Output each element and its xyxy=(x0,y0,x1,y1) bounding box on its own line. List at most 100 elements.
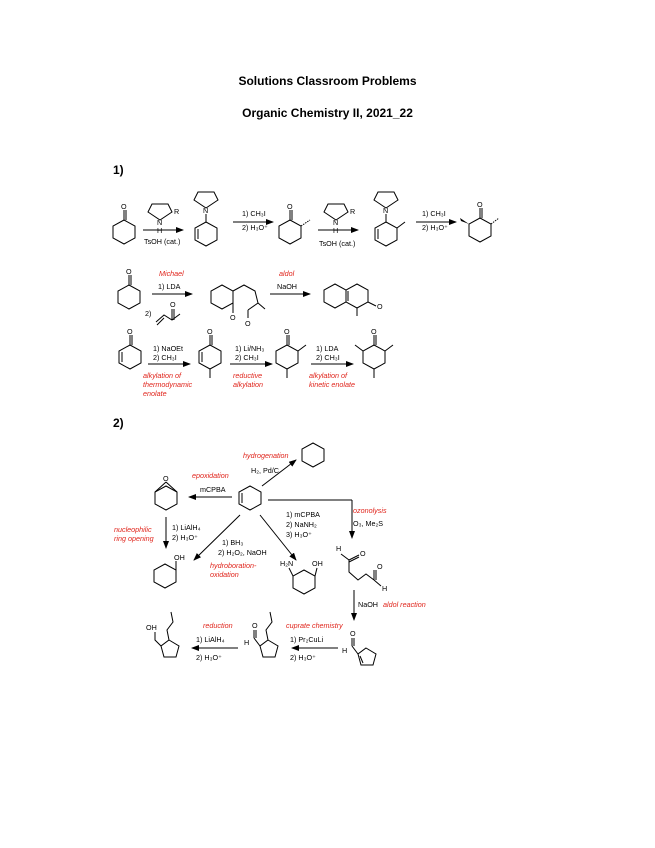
aldol-label: aldol xyxy=(279,269,295,278)
oxygen-label: O xyxy=(371,327,377,336)
h-label: H xyxy=(244,638,249,647)
dimethylcyclohexanone-structure: O xyxy=(460,200,500,243)
cond-ch3i-2: 1) CH₃I xyxy=(422,209,446,218)
trimethylketone-structure: O xyxy=(354,327,394,378)
hb-cond-2: 2) H₂O₂, NaOH xyxy=(218,548,267,557)
aminoalcohol-structure: H₂N OH xyxy=(280,559,323,595)
cond-ch3i-5: 2) CH₃I xyxy=(316,353,340,362)
oh-label: OH xyxy=(312,559,323,568)
amino-cond-2: 2) NaNH₂ xyxy=(286,520,317,529)
oxygen-label: O xyxy=(230,313,236,322)
arrow-hydroboration xyxy=(193,514,241,561)
ozonolysis-label: ozonolysis xyxy=(353,506,387,515)
amino-cond-1: 1) mCPBA xyxy=(286,510,320,519)
oxygen-label: O xyxy=(127,327,133,336)
amine-r-label: R xyxy=(174,207,179,216)
cond-h3o-2: 2) H₃O⁺ xyxy=(422,223,448,232)
red-cond-1: 1) LiAlH₄ xyxy=(196,635,225,644)
cond-lda: 1) LDA xyxy=(158,282,181,291)
section-label-2: 2) xyxy=(113,416,124,430)
cyclopentenecarbaldehyde-structure: O H xyxy=(342,629,377,666)
arrow-hydrogenation xyxy=(261,459,297,487)
note-kinetic-2: kinetic enolate xyxy=(309,380,355,389)
note-thermo-1: alkylation of xyxy=(143,371,182,380)
dialdehyde-structure: H O O H xyxy=(336,544,387,593)
cuprate-cond-2: 2) H₃O⁺ xyxy=(290,653,316,662)
cond-2: 2) xyxy=(145,309,151,318)
enamine-n-label: N xyxy=(203,206,208,215)
amine-r-label: R xyxy=(350,207,355,216)
arrow-aminoalcohol xyxy=(259,514,297,561)
cond-naoet: 1) NaOEt xyxy=(153,344,183,353)
propylcyclopentylmethanol-structure: OH xyxy=(146,611,180,658)
cond-ch3i-3: 2) CH₃I xyxy=(153,353,177,362)
h-label: H xyxy=(336,544,341,553)
amine-n-label: N xyxy=(333,218,338,227)
hb-label-1: hydroboration- xyxy=(210,561,257,570)
enamine-structure: N xyxy=(193,191,219,247)
h2n-label: H₂N xyxy=(280,559,293,568)
methylcyclohexenone-structure: O xyxy=(198,327,222,378)
michael-adduct-structure: O O xyxy=(210,284,266,328)
cond-lda-2: 1) LDA xyxy=(316,344,339,353)
epoxide-structure: O xyxy=(154,474,178,511)
chiral-enamine-structure: N xyxy=(373,191,406,247)
p2-scheme: hydrogenation H₂, Pd/C epoxidation mCPBA… xyxy=(114,442,426,666)
mvk-structure: O xyxy=(155,300,181,326)
hydrogenation-label: hydrogenation xyxy=(243,451,289,460)
red-cond-2: 2) H₃O⁺ xyxy=(196,653,222,662)
enone-bicycle-structure: O xyxy=(323,283,383,316)
nuc-label-2: ring opening xyxy=(114,534,154,543)
cyclohexanone-structure: O xyxy=(112,202,136,245)
cond-linh3: 1) Li/NH₃ xyxy=(235,344,264,353)
michael-label: Michael xyxy=(159,269,184,278)
oxygen-label: O xyxy=(252,621,258,630)
oxygen-label: O xyxy=(287,202,293,211)
oxygen-label: O xyxy=(377,562,383,571)
oxygen-label: O xyxy=(477,200,483,209)
epoxidation-cond: mCPBA xyxy=(200,485,226,494)
p1-row2: O Michael 1) LDA 2) O O O aldol NaOH xyxy=(117,267,383,328)
nuc-label-1: nucleophilic xyxy=(114,525,152,534)
aldol-cond: NaOH xyxy=(358,600,378,609)
cyclohexene-structure xyxy=(238,485,262,511)
note-reductive-2: alkylation xyxy=(233,380,263,389)
h-label: H xyxy=(342,646,347,655)
document-subtitle: Organic Chemistry II, 2021_22 xyxy=(242,106,413,120)
oxygen-label: O xyxy=(360,549,366,558)
cuprate-cond-1: 1) Pr₂CuLi xyxy=(290,635,324,644)
cyclohexanol-structure-1: OH xyxy=(153,553,185,589)
reduction-label: reduction xyxy=(203,621,233,630)
oh-label: OH xyxy=(174,553,185,562)
oxygen-label: O xyxy=(163,474,169,483)
document-title: Solutions Classroom Problems xyxy=(238,74,417,88)
note-thermo-3: enolate xyxy=(143,389,167,398)
amino-cond-3: 3) H₃O⁺ xyxy=(286,530,312,539)
cond-ch3i-4: 2) CH₃I xyxy=(235,353,259,362)
aldol-reaction-label: aldol reaction xyxy=(383,600,426,609)
ozonolysis-cond: O₃, Me₂S xyxy=(353,519,383,528)
p1-row3: O 1) NaOEt 2) CH₃I alkylation of thermod… xyxy=(118,327,394,398)
section-label-1: 1) xyxy=(113,163,124,177)
oxygen-label: O xyxy=(350,629,356,638)
epoxidation-label: epoxidation xyxy=(192,471,229,480)
nuc-cond-1: 1) LiAlH₄ xyxy=(172,523,201,532)
oxygen-label: O xyxy=(126,267,132,276)
cyclohexanone-structure-2: O xyxy=(117,267,141,310)
dimethylketone-structure: O xyxy=(275,327,307,378)
oxygen-label: O xyxy=(121,202,127,211)
cond-h3o-1: 2) H₃O⁺ xyxy=(242,223,268,232)
oh-label: OH xyxy=(146,623,157,632)
cond-naoh: NaOH xyxy=(277,282,297,291)
oxygen-label: O xyxy=(207,327,213,336)
cond-tsoh: TsOH (cat.) xyxy=(144,237,180,246)
amine-n-label: N xyxy=(157,218,162,227)
methylcyclohexanone-structure: O xyxy=(278,202,311,245)
nuc-cond-2: 2) H₃O⁺ xyxy=(172,533,198,542)
hb-cond-1: 1) BH₃ xyxy=(222,538,243,547)
hydrogenation-cond: H₂, Pd/C xyxy=(251,466,279,475)
oxygen-label: O xyxy=(170,300,176,309)
cond-ch3i-1: 1) CH₃I xyxy=(242,209,266,218)
note-reductive-1: reductive xyxy=(233,371,262,380)
